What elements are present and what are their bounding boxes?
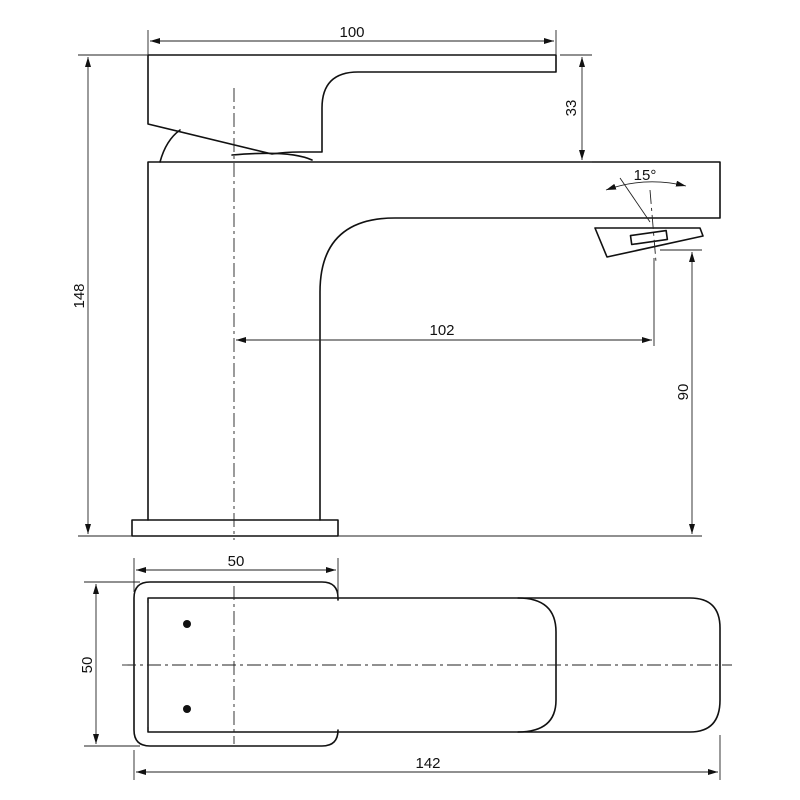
dim-arc-aerator-angle	[605, 180, 687, 191]
faucet-body	[147, 161, 721, 521]
top-base-outer	[133, 581, 339, 747]
top-handle-outline	[517, 597, 721, 733]
cartridge-base	[231, 152, 313, 161]
dim-label-base-width: 50	[228, 553, 245, 570]
aerator	[594, 227, 704, 258]
dim-label-handle-height: 33	[563, 100, 580, 117]
base-plate	[131, 519, 339, 537]
cartridge-dome	[159, 129, 181, 163]
dimension-lines	[78, 30, 721, 780]
dim-label-overall-height: 148	[71, 283, 88, 308]
mount-hole-bottom	[183, 705, 191, 713]
mount-hole-top	[183, 620, 191, 628]
dim-label-base-depth: 50	[79, 657, 96, 674]
dim-label-spout-clearance: 90	[675, 384, 692, 401]
dim-label-handle-width: 100	[339, 24, 364, 41]
dim-label-overall-length: 142	[415, 755, 440, 772]
dim-label-spout-reach: 102	[429, 322, 454, 339]
dim-label-aerator-angle: 15°	[634, 167, 657, 184]
top-view	[122, 581, 732, 747]
aerator-insert	[629, 229, 669, 246]
aerator-centerline	[649, 189, 657, 263]
handle-lever	[147, 54, 557, 155]
side-view	[131, 54, 721, 540]
